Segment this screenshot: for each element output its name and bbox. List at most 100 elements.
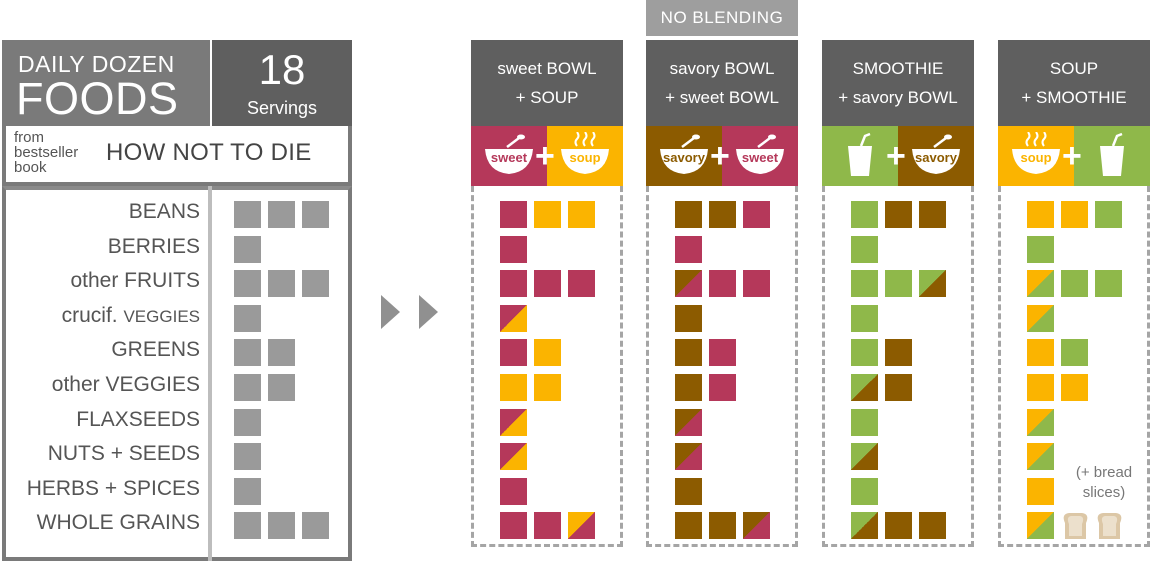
soup-bowl-icon: soup [1004,131,1068,180]
from-text: from bestseller book [14,130,78,175]
serving-square [851,339,878,367]
column-title-line: sweet BOWL [497,59,597,78]
sweet-bowl-icon: sweet [728,132,792,180]
serving-square [851,270,878,298]
no-blending-label: NO BLENDING [646,0,798,36]
serving-square [1095,201,1122,228]
book-box: from bestseller book HOW NOT TO DIE [2,126,352,186]
food-name: FLAXSEEDS [76,407,200,431]
food-name: BEANS [128,200,200,223]
serving-square [234,408,261,436]
food-name: HERBS + SPICES [26,476,200,500]
serving-square [885,339,912,367]
from-line: from [14,129,44,146]
serving-square [568,512,595,540]
serving-square [268,374,295,401]
serving-square [885,270,912,298]
daily-dozen-panel: DAILY DOZEN FOODS 18 Servings from bests… [0,40,352,561]
serving-square [234,304,261,332]
serving-square [851,408,878,436]
bowl-label: savory [663,150,705,165]
food-label: BERRIES [108,235,200,259]
column-title-line: SOUP [1049,59,1099,78]
serving-square [500,512,527,540]
serving-square [302,201,329,228]
serving-square [885,201,912,228]
serving-square [500,235,527,263]
serving-square [1027,270,1054,298]
serving-square [851,512,878,540]
servings-label: Servings [246,98,318,118]
food-name: crucif. [61,303,118,327]
serving-square [919,201,946,228]
servings-box [822,186,974,547]
serving-square [919,270,946,298]
serving-square [851,443,878,471]
food-name: GREENS [111,338,200,362]
savory-bowl-icon: savory [652,132,716,180]
serving-square [709,339,736,367]
serving-square [919,512,946,540]
serving-square [534,270,561,298]
food-list-box [2,186,352,561]
serving-square [851,374,878,401]
bowl-label: soup [569,150,601,165]
serving-square [709,201,736,228]
serving-square [675,339,702,367]
food-label: HERBS + SPICES [27,477,200,501]
arrow-right-icon [381,295,400,329]
serving-square [675,235,702,263]
serving-square [675,270,702,298]
serving-square [534,339,561,367]
serving-square [675,374,702,401]
food-label: crucif. VEGGIES [62,304,200,328]
serving-square [675,477,702,505]
plus-icon: + [710,137,730,175]
food-label: WHOLE GRAINS [37,511,200,535]
food-name: NUTS + SEEDS [47,442,200,466]
bread-note-line: slices) [1082,484,1126,501]
food-label: other FRUITS [70,269,200,293]
serving-square [234,374,261,401]
serving-square [268,270,295,298]
serving-square [234,270,261,298]
serving-square [234,235,261,263]
serving-square [534,201,561,228]
bread-slice-icon [1061,511,1090,541]
food-label: GREENS [111,338,200,362]
serving-square [851,235,878,263]
food-name: BERRIES [107,234,200,258]
book-title: HOW NOT TO DIE [106,139,312,166]
title-small: DAILY DOZEN [18,51,175,77]
food-name: other VEGGIES [51,373,200,396]
serving-square [500,201,527,228]
serving-square [500,443,527,471]
plus-icon: + [1062,137,1082,175]
food-label: other VEGGIES [52,373,200,397]
bread-slice-icon [1095,511,1124,541]
serving-square [500,477,527,505]
serving-square [675,201,702,228]
column-title-line: savory BOWL [669,59,775,78]
savory-bowl-icon: savory [904,132,968,180]
serving-square [1027,443,1054,471]
serving-square [743,512,770,540]
serving-square [1061,270,1088,298]
serving-square [1027,339,1054,367]
servings-number: 18 [258,46,306,93]
serving-square [500,339,527,367]
servings-box [471,186,623,547]
serving-square [268,339,295,367]
serving-square [234,477,261,505]
serving-square [851,201,878,228]
serving-square [743,270,770,298]
serving-square [709,374,736,401]
smoothie-cup-icon [1096,132,1128,180]
column-title-line: + SMOOTHIE [1021,88,1127,107]
serving-square [885,512,912,540]
column-title-line: + sweet BOWL [665,88,779,107]
food-label: FLAXSEEDS [76,408,200,432]
column-title-line: + savory BOWL [838,88,958,107]
food-label: BEANS [129,200,200,224]
serving-square [500,270,527,298]
